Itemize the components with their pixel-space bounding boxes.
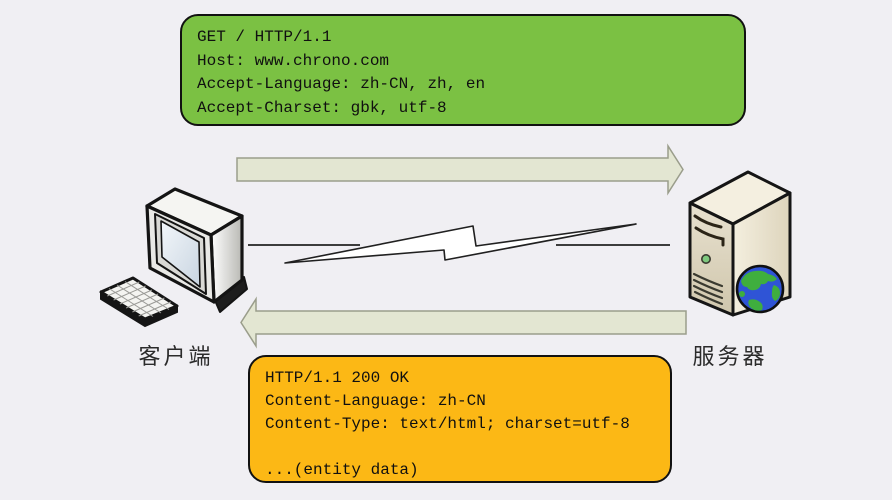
response-line-5: ...(entity data) [265, 461, 419, 479]
request-line-3: Accept-Language: zh-CN, zh, en [197, 75, 486, 93]
request-line-2: Host: www.chrono.com [197, 51, 390, 70]
request-line-1: GET / HTTP/1.1 [197, 28, 332, 46]
http-response-box: HTTP/1.1 200 OK Content-Language: zh-CN … [248, 355, 672, 483]
request-line-4: Accept-Charset: gbk, utf-8 [197, 98, 447, 117]
power-button-icon [700, 254, 711, 265]
client-label: 客户端 [138, 345, 214, 370]
response-line-1: HTTP/1.1 200 OK [265, 369, 410, 387]
lightning-bolt-icon [284, 223, 637, 264]
server-label: 服务器 [692, 345, 768, 370]
keyboard-icon [99, 276, 179, 328]
server-tower-icon [688, 170, 792, 317]
response-line-3: Content-Type: text/html; charset=utf-8 [265, 415, 630, 433]
response-line-2: Content-Language: zh-CN [265, 392, 486, 410]
globe-icon [735, 264, 785, 314]
response-arrow-icon [240, 296, 687, 349]
response-line-4 [265, 436, 660, 459]
request-arrow-icon [236, 143, 684, 196]
client-computer-icon [99, 187, 248, 328]
monitor-icon [145, 187, 248, 313]
http-request-box: GET / HTTP/1.1 Host: www.chrono.com Acce… [180, 14, 746, 126]
